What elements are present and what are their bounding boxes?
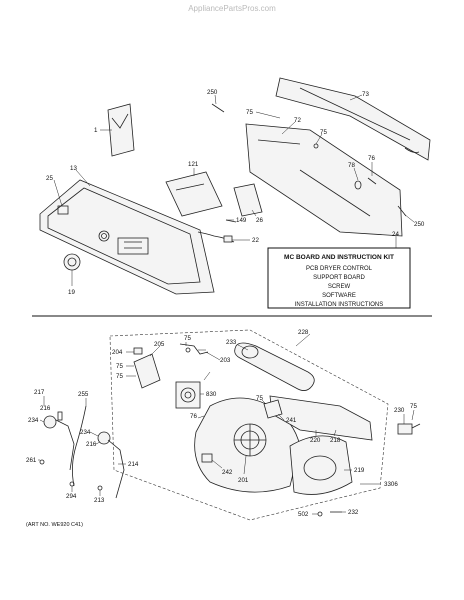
label-230: 230 xyxy=(394,407,405,414)
art-number: (ART NO. WE920 C41) xyxy=(26,522,83,528)
label-75-g: 75 xyxy=(410,403,417,410)
label-219: 219 xyxy=(354,467,365,474)
pcb-control-board xyxy=(165,171,223,217)
label-228: 228 xyxy=(298,329,309,336)
label-203: 203 xyxy=(220,357,231,364)
label-13: 13 xyxy=(70,165,77,172)
belt-tensioner xyxy=(179,343,209,355)
assembly-dashed-outline xyxy=(109,329,389,521)
blower-housing xyxy=(194,397,301,493)
label-75-d: 75 xyxy=(184,335,191,342)
label-73: 73 xyxy=(362,91,369,98)
kit-line-1: PCB DRYER CONTROL xyxy=(306,266,373,272)
sensor-242 xyxy=(201,453,213,463)
label-220: 220 xyxy=(310,437,321,444)
label-216-a: 216 xyxy=(40,405,51,412)
label-213: 213 xyxy=(94,497,105,504)
kit-box: MC BOARD AND INSTRUCTION KIT PCB DRYER C… xyxy=(267,247,411,309)
label-75-e: 75 xyxy=(116,373,123,380)
label-233: 233 xyxy=(226,339,237,346)
label-261: 261 xyxy=(26,457,37,464)
kit-line-4: SOFTWARE xyxy=(322,293,356,299)
drive-motor xyxy=(175,381,201,409)
link-rod-255 xyxy=(72,405,87,487)
left-switch-assembly-top xyxy=(43,411,75,471)
screw-502 xyxy=(317,511,323,517)
console-housing xyxy=(39,179,215,295)
label-205: 205 xyxy=(154,341,165,348)
label-22: 22 xyxy=(252,237,259,244)
bottom-part-labels: 228 204 205 75 233 75 203 217 75 255 830… xyxy=(26,329,417,518)
label-830: 830 xyxy=(206,391,217,398)
label-201: 201 xyxy=(238,477,249,484)
top-part-labels: 250 73 75 72 1 75 78 76 13 121 25 149 26… xyxy=(46,89,425,296)
label-1: 1 xyxy=(94,127,98,134)
label-241: 241 xyxy=(286,417,297,424)
label-75-f: 75 xyxy=(256,395,263,402)
left-switch-assembly-bottom xyxy=(97,431,125,499)
screw-261 xyxy=(39,459,45,465)
kit-title: MC BOARD AND INSTRUCTION KIT xyxy=(284,254,394,261)
wire-harness xyxy=(197,231,235,243)
board-bracket xyxy=(233,183,263,217)
label-19: 19 xyxy=(68,289,75,296)
label-75-c: 75 xyxy=(116,363,123,370)
label-76-b: 76 xyxy=(190,413,197,420)
label-121: 121 xyxy=(188,161,199,168)
motor-bracket xyxy=(133,353,161,389)
label-217: 217 xyxy=(34,389,45,396)
label-72: 72 xyxy=(294,117,301,124)
clip-204 xyxy=(133,347,143,355)
label-24: 24 xyxy=(392,231,399,238)
label-294: 294 xyxy=(66,493,77,500)
label-216-b: 216 xyxy=(86,441,97,448)
control-knob xyxy=(63,253,81,271)
watermark-text: AppliancePartsPros.com xyxy=(188,4,276,13)
screw-76 xyxy=(367,177,377,185)
label-75-b: 75 xyxy=(320,129,327,136)
label-502: 502 xyxy=(298,511,309,518)
label-214: 214 xyxy=(128,461,139,468)
label-255: 255 xyxy=(78,391,89,398)
label-250-a: 250 xyxy=(207,89,218,96)
screw-149 xyxy=(225,219,237,223)
exhaust-duct xyxy=(234,342,315,391)
label-204: 204 xyxy=(112,349,123,356)
top-leader-lines xyxy=(53,94,415,286)
kit-line-2: SUPPORT BOARD xyxy=(313,275,365,281)
label-234-a: 234 xyxy=(28,417,39,424)
label-149: 149 xyxy=(236,217,247,224)
control-panel-board xyxy=(245,123,403,237)
label-3306: 3306 xyxy=(384,481,398,488)
screw-213 xyxy=(97,485,103,491)
kit-line-3: SCREW xyxy=(328,284,351,290)
screw-250-top xyxy=(211,103,225,113)
bottom-leader-lines xyxy=(38,333,415,515)
label-78: 78 xyxy=(348,162,355,169)
top-cover-panel xyxy=(275,77,431,161)
label-25: 25 xyxy=(46,175,53,182)
manual-document xyxy=(107,103,135,157)
label-76: 76 xyxy=(368,155,375,162)
label-234-b: 234 xyxy=(80,429,91,436)
mount-bracket-241 xyxy=(263,399,283,419)
label-218: 218 xyxy=(330,437,341,444)
thermostat xyxy=(397,423,421,435)
kit-line-5: INSTALLATION INSTRUCTIONS xyxy=(295,302,383,308)
label-250-b: 250 xyxy=(414,221,425,228)
nut-78 xyxy=(354,180,362,190)
label-232: 232 xyxy=(348,509,359,516)
rear-duct-housing xyxy=(289,435,353,495)
label-26: 26 xyxy=(256,217,263,224)
label-75-a: 75 xyxy=(246,109,253,116)
label-242: 242 xyxy=(222,469,233,476)
